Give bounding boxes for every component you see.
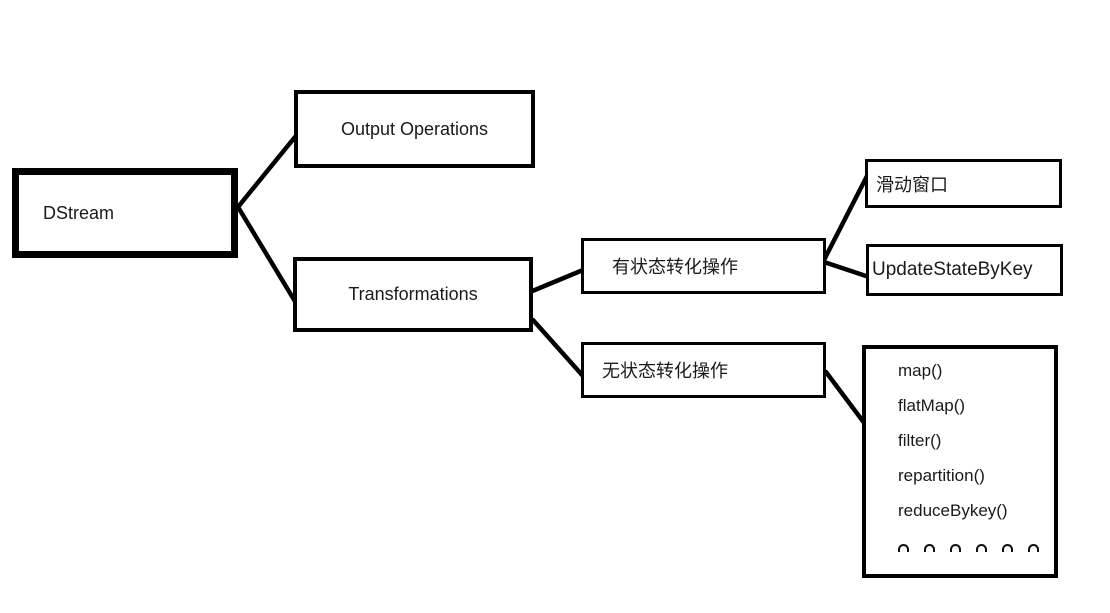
node-output-operations: Output Operations (294, 90, 535, 168)
function-list-item: repartition() (898, 466, 985, 485)
node-dstream: DStream (12, 168, 238, 258)
ellipsis-row (898, 540, 1054, 552)
node-dstream-label: DStream (43, 202, 115, 223)
ellipsis-mark (950, 544, 961, 552)
ellipsis-mark (898, 544, 909, 552)
function-list-item: flatMap() (898, 396, 966, 415)
node-stateless-operations: 无状态转化操作 (581, 342, 826, 398)
node-transformations-label: Transformations (348, 284, 478, 304)
function-list-item: filter() (898, 431, 942, 450)
edge-transformations-stateless (530, 317, 586, 379)
edge-dstream-output-operations (235, 134, 298, 210)
edge-stateful-sliding-window (821, 173, 870, 263)
edge-stateful-updatestatebykey (821, 259, 872, 280)
node-output-operations-label: Output Operations (340, 118, 489, 139)
function-list: map() flatMap() filter() repartition() reduc… (862, 345, 1058, 578)
ellipsis-mark (1028, 544, 1039, 552)
ellipsis-mark (1002, 544, 1013, 552)
ellipsis-mark (976, 544, 987, 552)
node-sliding-window: 滑动窗口 (865, 159, 1062, 208)
node-updatestatebykey: UpdateStateByKey (866, 244, 1063, 296)
edge-transformations-stateful (527, 267, 586, 295)
edge-dstream-transformations (235, 204, 299, 306)
node-sliding-window-label: 滑动窗口 (876, 174, 948, 195)
function-list-item: map() (898, 361, 943, 380)
node-stateless-operations-label: 无状态转化操作 (602, 361, 728, 381)
node-stateful-operations: 有状态转化操作 (581, 238, 826, 294)
node-transformations: Transformations (293, 257, 533, 332)
ellipsis-mark (924, 544, 935, 552)
node-updatestatebykey-label: UpdateStateByKey (872, 259, 1033, 280)
edge-stateless-function-list (823, 369, 868, 427)
node-stateful-operations-label: 有状态转化操作 (612, 257, 738, 277)
function-list-item: reduceBykey() (898, 501, 1008, 520)
